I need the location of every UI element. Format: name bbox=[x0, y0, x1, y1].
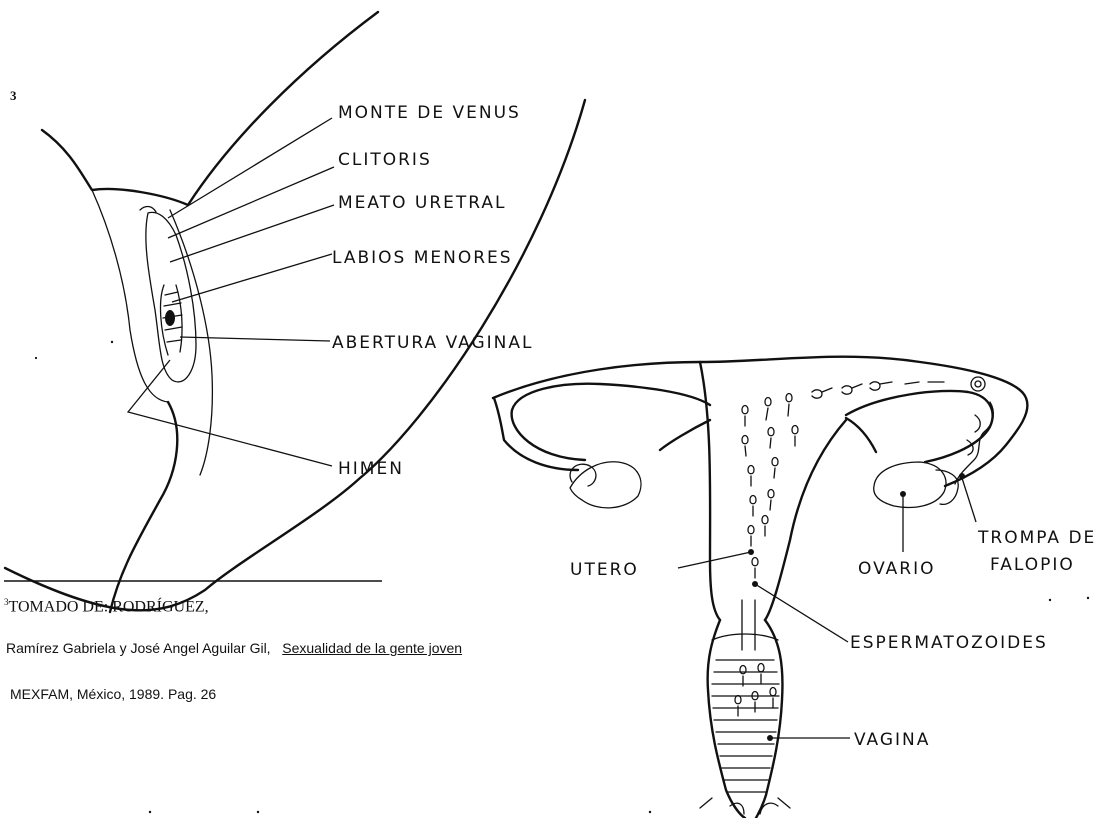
label-monte-de-venus: MONTE DE VENUS bbox=[338, 103, 521, 123]
label-abertura-vaginal: ABERTURA VAGINAL bbox=[332, 333, 533, 353]
external-anatomy-drawing bbox=[5, 12, 585, 612]
figure-number: 3 bbox=[10, 88, 17, 103]
label-meato-uretral: MEATO URETRAL bbox=[338, 193, 507, 213]
internal-leader-lines bbox=[678, 473, 976, 741]
label-espermatozoides: ESPERMATOZOIDES bbox=[850, 633, 1048, 653]
citation-book-title: Sexualidad de la gente joven bbox=[282, 640, 462, 656]
external-leader-lines bbox=[128, 118, 334, 466]
label-himen: HIMEN bbox=[338, 459, 404, 479]
label-clitoris: CLITORIS bbox=[338, 150, 432, 170]
citation-line-3: MEXFAM, México, 1989. Pag. 26 bbox=[10, 686, 216, 702]
citation-line-1: 3TOMADO DE: RODRÍGUEZ, bbox=[4, 597, 209, 616]
label-utero: UTERO bbox=[570, 560, 639, 580]
label-ovario: OVARIO bbox=[858, 559, 935, 579]
label-vagina: VAGINA bbox=[854, 730, 930, 750]
label-labios-menores: LABIOS MENORES bbox=[332, 248, 513, 268]
label-trompa-line2: FALOPIO bbox=[990, 555, 1075, 575]
citation-source: TOMADO DE: RODRÍGUEZ, bbox=[9, 598, 209, 615]
citation-authors: Ramírez Gabriela y José Angel Aguilar Gi… bbox=[6, 640, 271, 656]
citation-line-2: Ramírez Gabriela y José Angel Aguilar Gi… bbox=[6, 640, 462, 656]
label-trompa-line1: TROMPA DE bbox=[977, 528, 1096, 548]
citation-publisher: MEXFAM, México, 1989. Pag. 26 bbox=[10, 686, 216, 702]
